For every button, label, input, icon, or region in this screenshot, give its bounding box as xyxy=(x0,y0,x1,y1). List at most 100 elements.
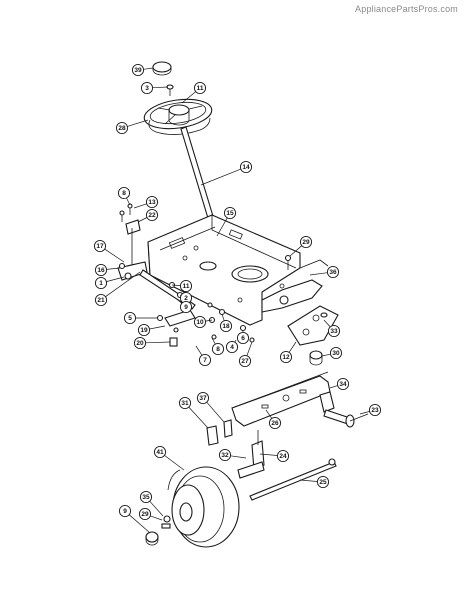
callout-circle xyxy=(225,340,239,354)
part-callout: 8 xyxy=(211,342,225,356)
steering-bracket xyxy=(287,305,339,346)
leader-line xyxy=(289,245,303,257)
leader-line xyxy=(105,271,141,297)
callout-circle xyxy=(115,121,129,135)
callout-circle xyxy=(94,263,108,277)
callout-number: 14 xyxy=(242,164,250,171)
callout-circle xyxy=(178,396,192,410)
callout-circle xyxy=(336,377,350,391)
callout-number: 32 xyxy=(221,452,229,459)
callout-number: 19 xyxy=(140,327,148,334)
part-callout: 12 xyxy=(279,350,293,364)
leader-line xyxy=(127,119,149,127)
callout-circle xyxy=(123,311,137,325)
part-callout: 15 xyxy=(223,206,237,220)
part-callout: 9 xyxy=(118,504,132,518)
callout-circle xyxy=(94,293,108,307)
leader-line xyxy=(181,91,196,104)
part-callout: 13 xyxy=(145,195,159,209)
callout-circle xyxy=(131,63,145,77)
leader-line xyxy=(149,500,164,517)
callout-number: 29 xyxy=(302,239,310,246)
part-callout: 30 xyxy=(329,346,343,360)
leader-line xyxy=(126,197,131,206)
part-callout: 19 xyxy=(137,323,151,337)
callout-number: 3 xyxy=(145,85,149,92)
callout-circle xyxy=(118,504,132,518)
chassis-frame xyxy=(147,214,329,326)
leader-line xyxy=(171,284,181,286)
leader-line xyxy=(150,515,163,521)
callout-number: 30 xyxy=(332,350,340,357)
leader-line xyxy=(188,406,209,429)
leader-line xyxy=(205,319,213,322)
leader-line xyxy=(128,514,151,534)
callout-number: 35 xyxy=(142,494,150,501)
part-callout: 29 xyxy=(299,235,313,249)
watermark-text: AppliancePartsPros.com xyxy=(355,4,458,14)
callout-number: 22 xyxy=(148,212,156,219)
part-callout: 11 xyxy=(179,279,193,293)
callout-number: 9 xyxy=(184,304,188,311)
callout-number: 11 xyxy=(183,283,190,290)
right-spindle xyxy=(319,391,369,428)
leader-line xyxy=(265,409,273,419)
callout-number: 21 xyxy=(97,297,105,304)
callout-circle xyxy=(93,239,107,253)
callout-circle xyxy=(193,315,207,329)
part-callout: 18 xyxy=(219,319,233,333)
callout-number: 39 xyxy=(134,67,142,74)
callout-number: 7 xyxy=(203,357,207,364)
callout-circle xyxy=(179,300,193,314)
leader-line xyxy=(206,401,225,423)
callout-number: 31 xyxy=(181,400,189,407)
leader-line xyxy=(106,276,125,282)
part-callout: 10 xyxy=(193,315,207,329)
leader-line xyxy=(152,86,169,89)
part-callout: 4 xyxy=(225,340,239,354)
front-axle xyxy=(231,350,331,427)
leader-line xyxy=(133,203,147,209)
callout-number: 20 xyxy=(136,340,144,347)
part-callout: 22 xyxy=(145,208,159,222)
callout-circle xyxy=(211,342,225,356)
callout-circle xyxy=(140,81,154,95)
hardware xyxy=(156,254,292,347)
part-callout: 36 xyxy=(326,265,340,279)
part-callout: 1 xyxy=(94,276,108,290)
part-callout: 6 xyxy=(236,331,250,345)
part-callout: 5 xyxy=(123,311,137,325)
tie-rod xyxy=(249,458,337,501)
part-callout: 11 xyxy=(193,81,207,95)
part-callout: 8 xyxy=(117,186,131,200)
leader-line xyxy=(195,345,203,356)
leader-line xyxy=(149,325,166,330)
callout-circle xyxy=(193,81,207,95)
callout-circle xyxy=(139,490,153,504)
callout-circle xyxy=(179,279,193,293)
callout-number: 12 xyxy=(282,354,290,361)
callout-circle xyxy=(236,331,250,345)
part-callout: 41 xyxy=(153,445,167,459)
steering-bolt xyxy=(166,84,174,96)
leader-line xyxy=(137,217,148,223)
leader-line xyxy=(106,267,121,270)
callout-circle xyxy=(145,208,159,222)
callout-circle xyxy=(117,186,131,200)
callout-circle xyxy=(368,403,382,417)
leader-line xyxy=(329,385,338,389)
part-callout: 34 xyxy=(336,377,350,391)
callout-circle xyxy=(276,449,290,463)
callout-circle xyxy=(133,336,147,350)
callout-number: 16 xyxy=(97,267,105,274)
part-callout: 27 xyxy=(238,354,252,368)
callout-number: 24 xyxy=(279,453,287,460)
part-callout: 3 xyxy=(140,81,154,95)
leader-line xyxy=(321,353,331,357)
part-callout: 31 xyxy=(178,396,192,410)
callout-number: 37 xyxy=(199,395,207,402)
callout-number: 8 xyxy=(216,346,220,353)
callout-number: 10 xyxy=(196,319,204,326)
leader-line xyxy=(211,337,216,345)
leader-line xyxy=(299,479,318,482)
